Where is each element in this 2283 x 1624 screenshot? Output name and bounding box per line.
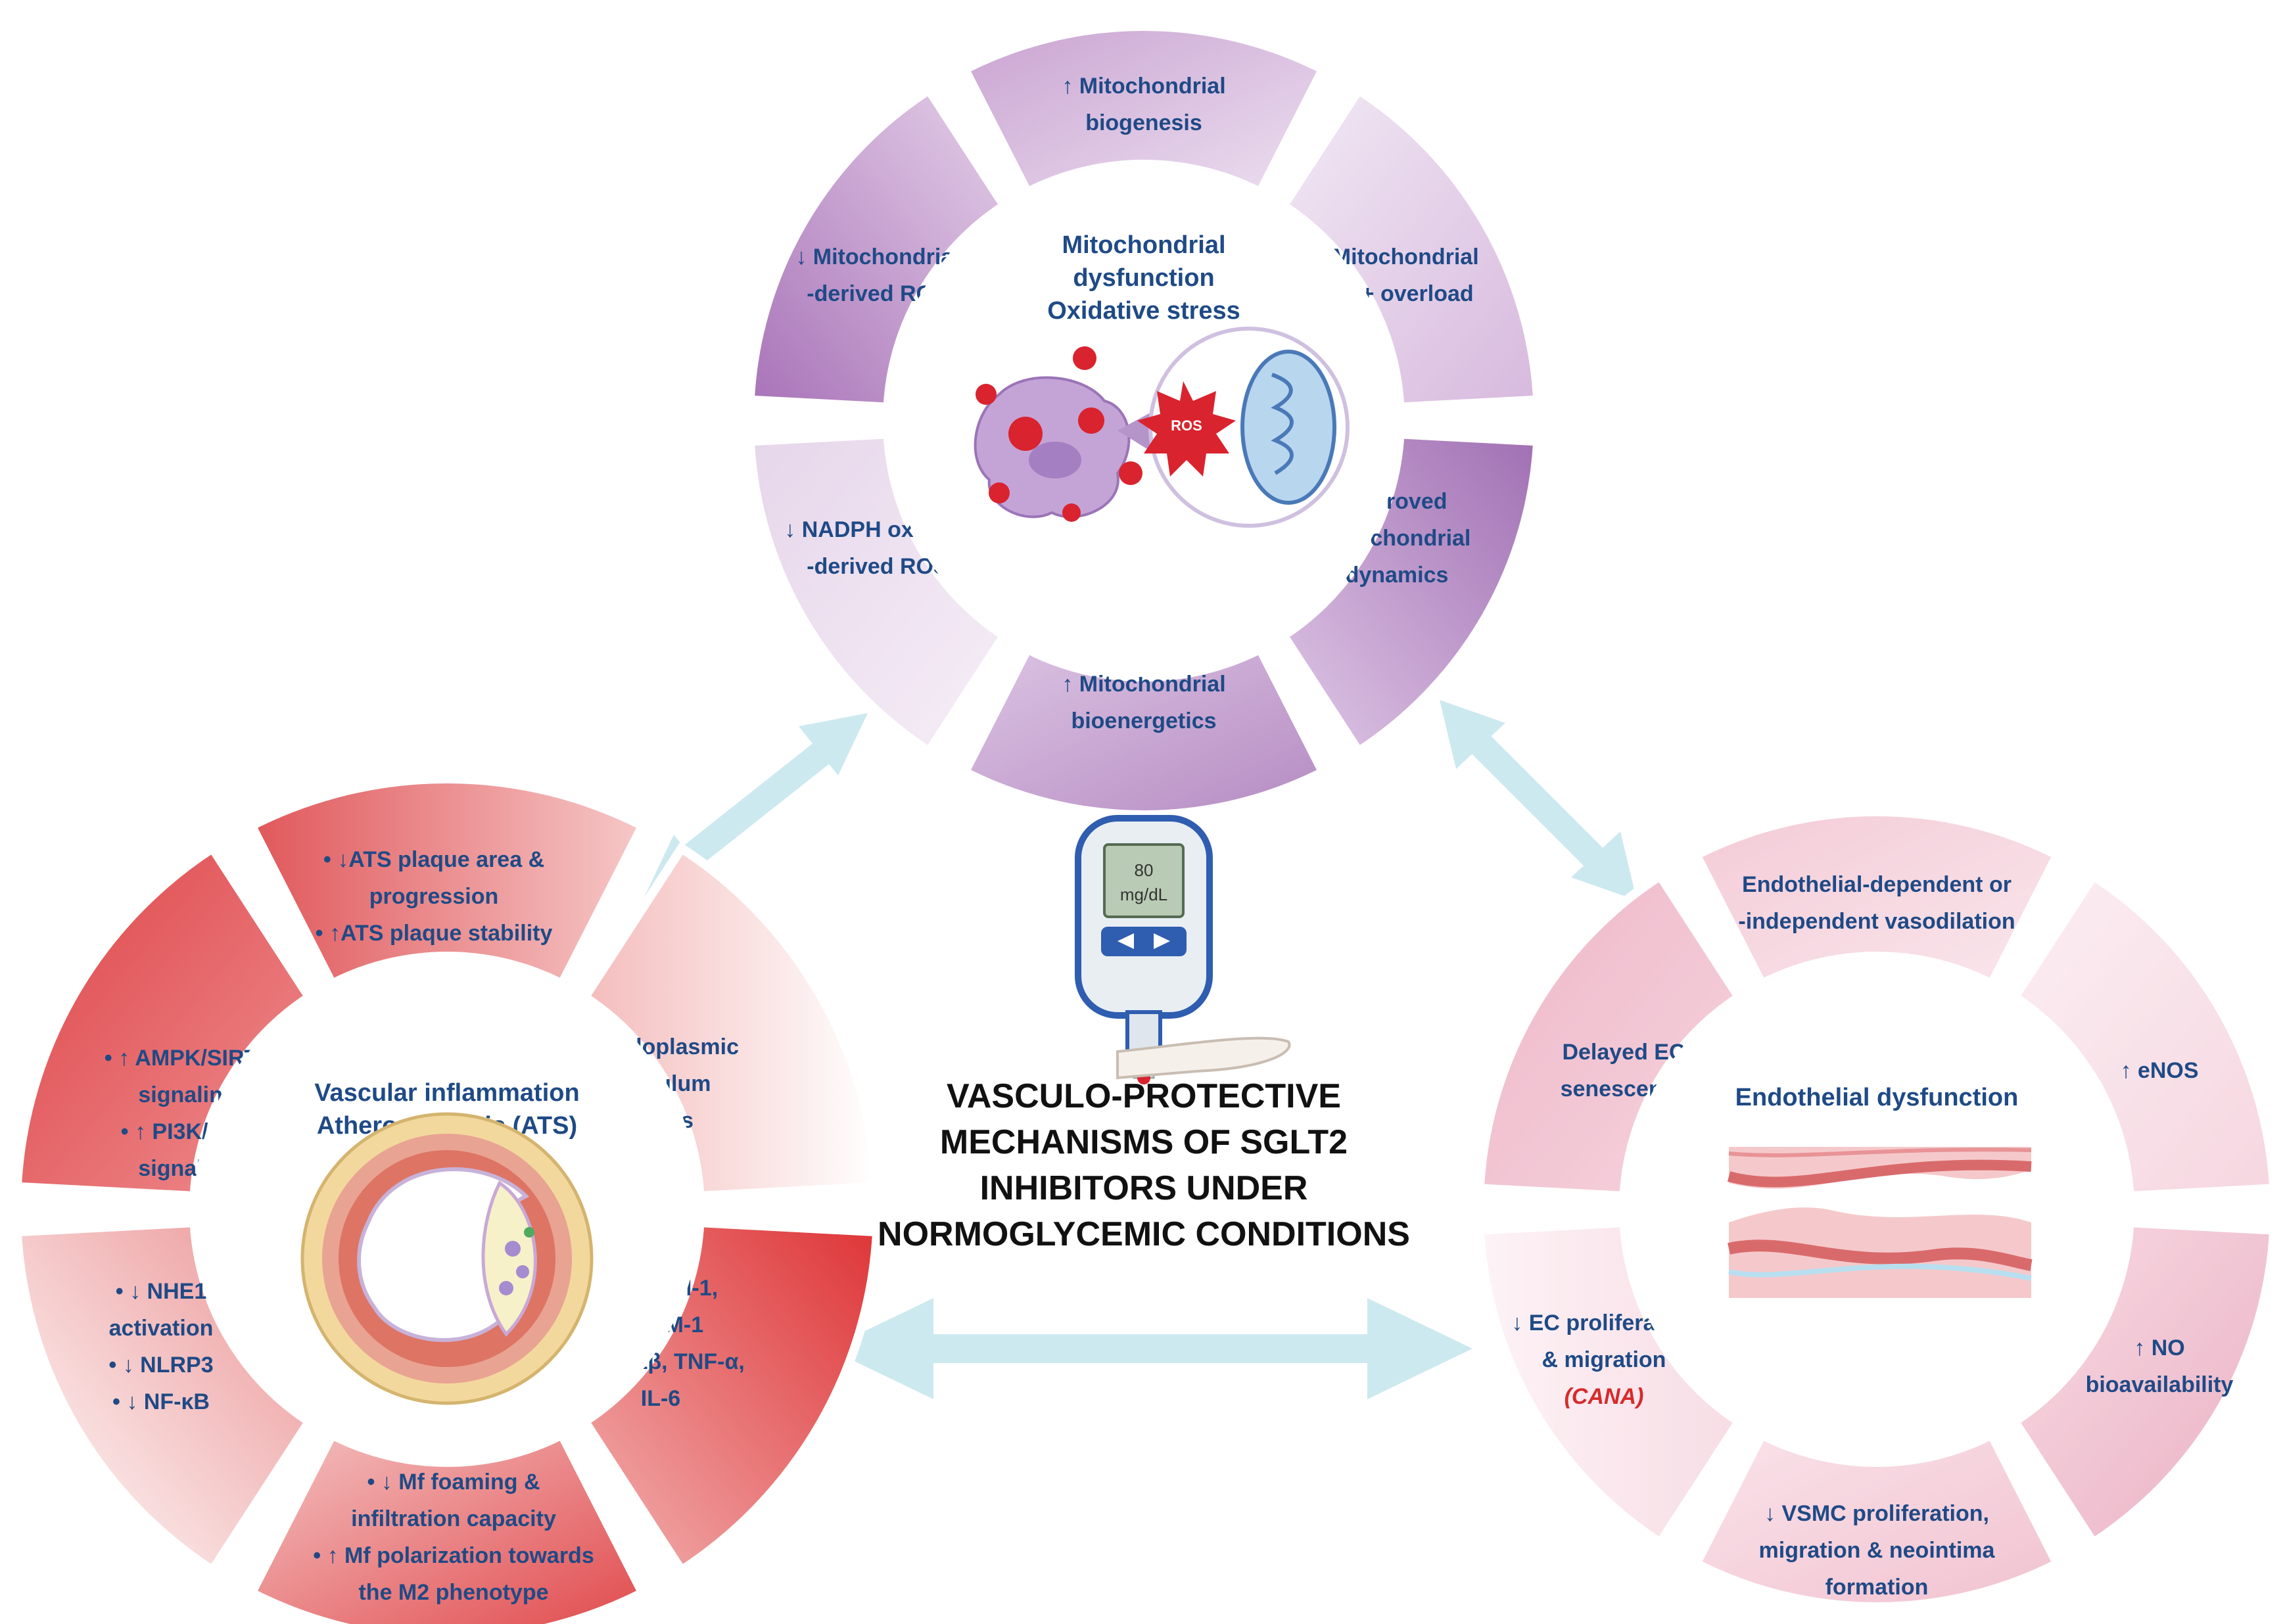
arrows: [644, 700, 1637, 1399]
mitochondria-cell-illustration: ROS: [974, 327, 1350, 528]
arrow-top-right: [1440, 700, 1637, 900]
glucometer-icon: 80 mg/dL: [1075, 815, 1291, 1084]
left_wheel-segment-0: • ↓ATS plaque area &progression• ↑ATS pl…: [245, 774, 649, 990]
left_wheel-segment-3: • ↓ Mf foaming &infiltration capacity• ↑…: [245, 1428, 649, 1624]
left_wheel-segment-label-0: • ↓ATS plaque area &progression• ↑ATS pl…: [316, 847, 553, 946]
right_wheel-segment-label-3: ↓ VSMC proliferation,migration & neointi…: [1759, 1501, 1996, 1600]
blood-vessel-illustration: [1727, 1147, 2033, 1298]
right-wheel: Endothelial-dependent or-independent vas…: [1474, 807, 2279, 1612]
ros-dots: [976, 346, 1142, 522]
top_wheel-segment-5: ↓ Mitochondrial-derived ROS: [745, 83, 1011, 412]
arrow-bottom: [828, 1298, 1472, 1399]
right_wheel-segment-label-0: Endothelial-dependent or-independent vas…: [1738, 872, 2015, 934]
artery-cross-section-illustration: [300, 1112, 594, 1405]
ros-burst-icon: [1137, 381, 1236, 476]
meter-value: 80: [1135, 860, 1154, 880]
right_wheel-hub-title: Endothelial dysfunction: [1735, 1084, 2019, 1111]
left_wheel-segment-label-3: • ↓ Mf foaming &infiltration capacity• ↑…: [313, 1470, 594, 1605]
ros-label: ROS: [1171, 417, 1202, 434]
left_wheel-segment-shape-0: [245, 774, 649, 990]
right_wheel-segment-label-1: ↑ eNOS: [2120, 1058, 2198, 1083]
meter-unit: mg/dL: [1120, 885, 1167, 904]
